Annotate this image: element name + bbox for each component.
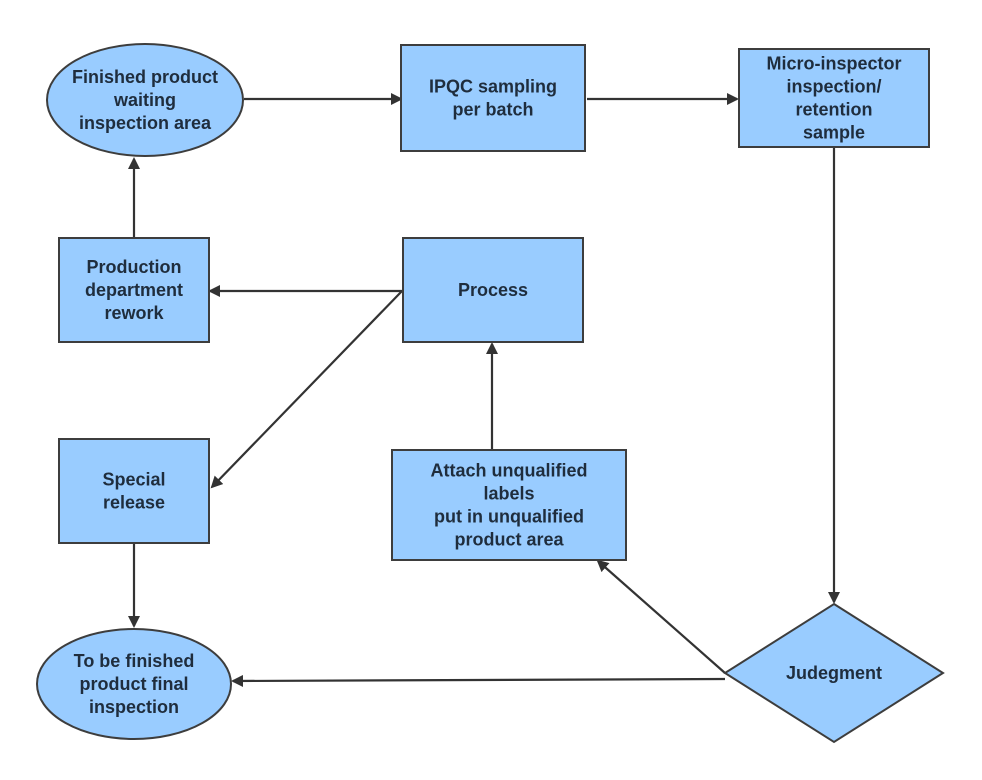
nodes-layer: Finished product waiting inspection area IP… bbox=[36, 43, 945, 744]
node-unqualified: Attach unqualified labels put in unqualifi… bbox=[391, 449, 627, 561]
node-waiting-area-label-line: inspection area bbox=[79, 113, 212, 133]
node-judgement: Judegment bbox=[723, 602, 945, 744]
node-unqualified-shape bbox=[391, 449, 627, 561]
node-unqualified-label-line: labels bbox=[483, 484, 534, 504]
node-rework: Production department rework bbox=[58, 237, 210, 343]
node-rework-label-line: department bbox=[85, 280, 183, 300]
node-final-inspection-label-line: inspection bbox=[89, 697, 179, 717]
node-unqualified-label-line: Attach unqualified bbox=[431, 461, 588, 481]
node-judgement-shape bbox=[723, 602, 945, 744]
node-special-release-label-line: release bbox=[103, 493, 165, 513]
node-special-release: Special release bbox=[58, 438, 210, 544]
node-rework-label-line: Production bbox=[87, 257, 182, 277]
node-final-inspection-shape bbox=[36, 628, 232, 740]
arrow-judgement-to-unqualified bbox=[596, 559, 726, 674]
node-micro-inspector-label-line: inspection/ bbox=[786, 77, 881, 97]
node-unqualified-label-line: put in unqualified bbox=[434, 507, 584, 527]
node-final-inspection: To be finished product final inspection bbox=[36, 628, 232, 740]
node-waiting-area-label-line: waiting bbox=[113, 90, 176, 110]
node-process: Process bbox=[402, 237, 584, 343]
node-process-shape bbox=[402, 237, 584, 343]
node-special-release-shape bbox=[58, 438, 210, 544]
arrow-judgement-to-final-inspection bbox=[231, 674, 726, 687]
node-ipqc: IPQC sampling per batch bbox=[400, 44, 586, 152]
node-micro-inspector-label-line: retention bbox=[795, 100, 872, 120]
node-judgement-label-line: Judegment bbox=[786, 663, 882, 683]
node-process-label-line: Process bbox=[458, 280, 528, 300]
node-waiting-area-label-line: Finished product bbox=[72, 67, 218, 87]
node-final-inspection-label-line: product final bbox=[80, 674, 189, 694]
node-waiting-area: Finished product waiting inspection area bbox=[46, 43, 244, 157]
node-ipqc-shape bbox=[400, 44, 586, 152]
node-micro-inspector-label-line: sample bbox=[803, 123, 865, 143]
node-final-inspection-label-line: To be finished bbox=[74, 651, 195, 671]
node-micro-inspector-label-line: Micro-inspector bbox=[766, 54, 901, 74]
node-ipqc-label-line: IPQC sampling bbox=[429, 77, 557, 97]
node-waiting-area-shape bbox=[46, 43, 244, 157]
edges-layer bbox=[128, 93, 840, 687]
node-special-release-label-line: Special bbox=[102, 470, 165, 490]
node-rework-shape bbox=[58, 237, 210, 343]
node-micro-inspector-shape bbox=[738, 48, 930, 148]
arrow-process-to-special-release bbox=[210, 290, 403, 489]
node-rework-label-line: rework bbox=[104, 303, 164, 323]
node-unqualified-label-line: product area bbox=[454, 530, 564, 550]
node-micro-inspector: Micro-inspector inspection/retention sampl… bbox=[738, 48, 930, 148]
node-ipqc-label-line: per batch bbox=[452, 100, 533, 120]
